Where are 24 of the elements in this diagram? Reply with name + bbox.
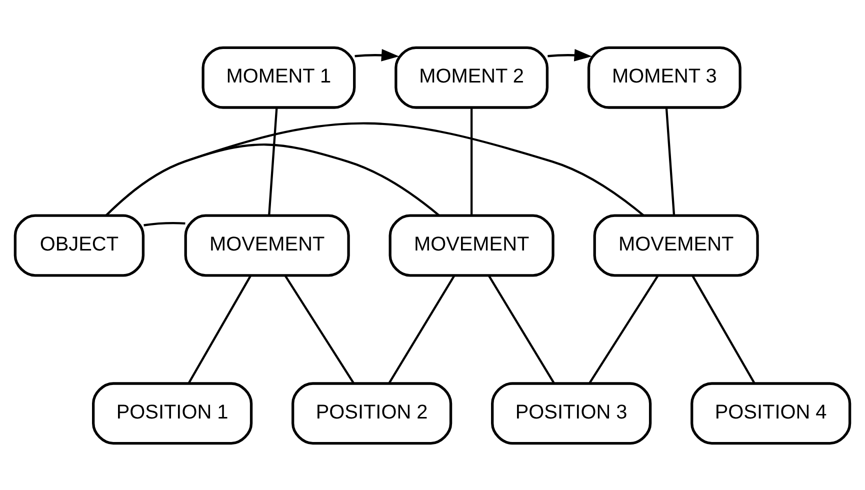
node-box: MOMENT 1: [202, 46, 356, 108]
node-box: POSITION 3: [491, 382, 652, 444]
connector: [470, 107, 473, 215]
connector: [588, 274, 659, 384]
node-box: POSITION 1: [92, 382, 253, 444]
connector: [144, 221, 186, 226]
node-box: MOMENT 2: [394, 46, 549, 108]
connector: [388, 274, 456, 384]
node-box: MOVEMENT: [388, 214, 554, 276]
connector: [268, 107, 278, 216]
arrow: [354, 48, 400, 61]
node-box: OBJECT: [14, 214, 145, 276]
node-box: MOVEMENT: [184, 214, 350, 276]
connector: [188, 274, 252, 384]
node-box: POSITION 4: [690, 382, 852, 444]
connector: [106, 122, 644, 216]
connector: [692, 274, 756, 384]
connector: [284, 274, 355, 384]
connector: [488, 274, 556, 384]
node-box: MOMENT 3: [587, 46, 742, 108]
node-box: MOVEMENT: [593, 214, 759, 276]
node-box: POSITION 2: [292, 382, 452, 444]
arrow: [548, 48, 592, 61]
connector: [665, 107, 676, 216]
